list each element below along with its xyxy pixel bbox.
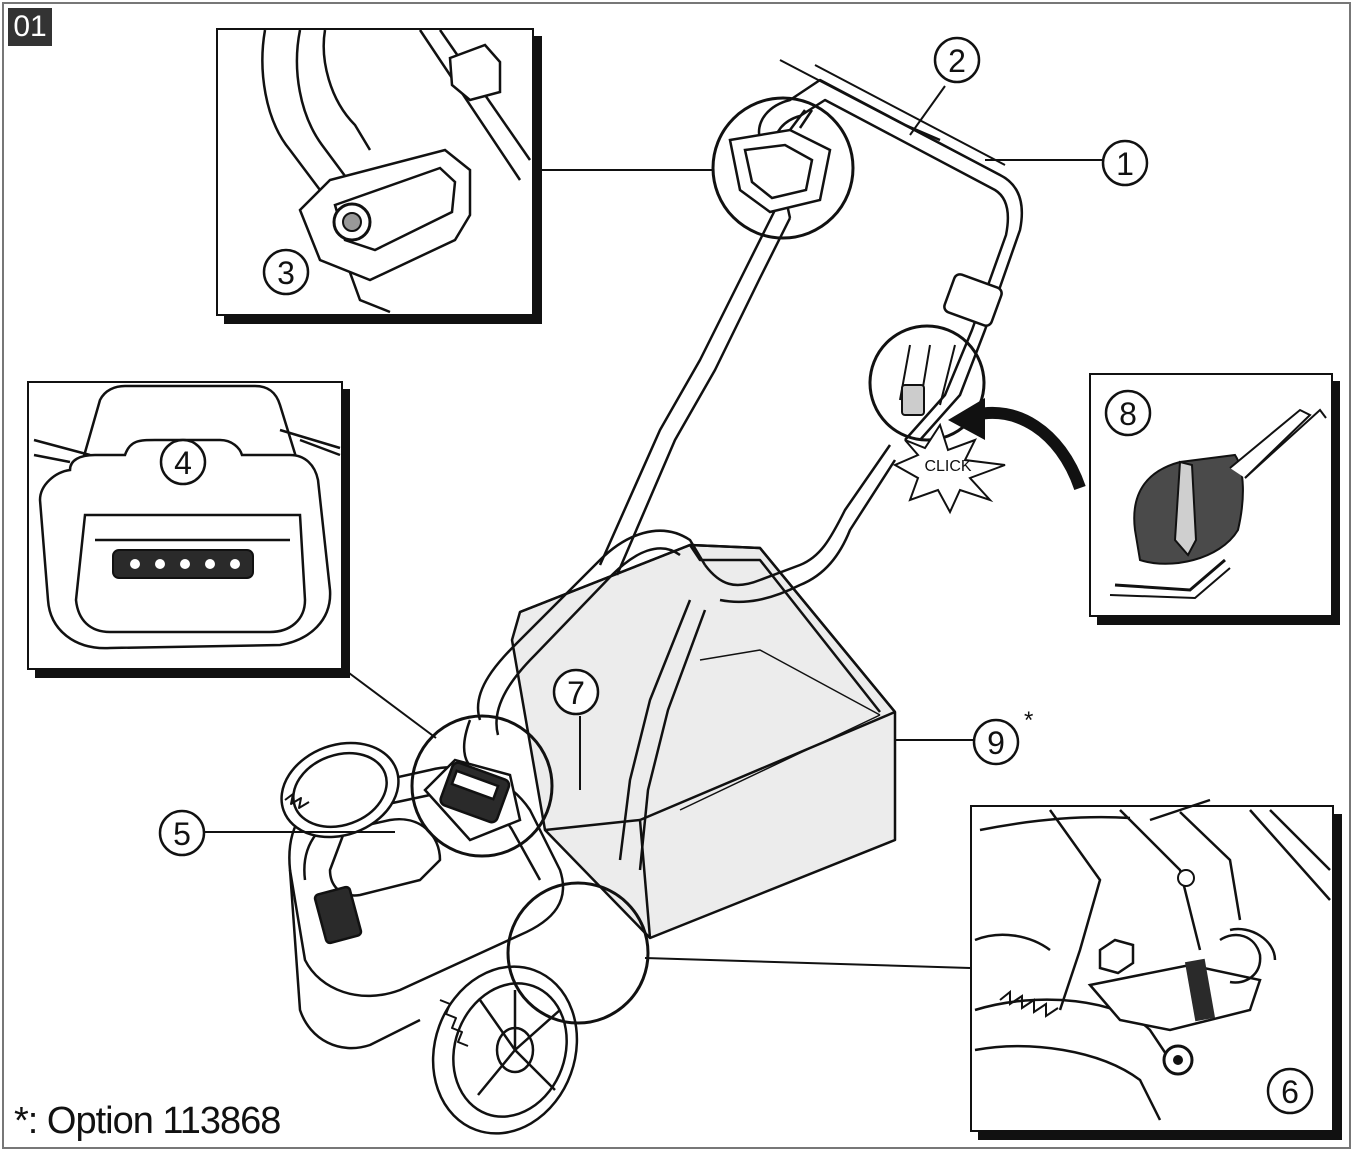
callout-3-label: 3 bbox=[277, 255, 295, 291]
callout-6: 6 bbox=[1266, 1067, 1314, 1115]
detail-circle-battery bbox=[410, 714, 554, 858]
callout-8: 8 bbox=[1104, 389, 1152, 437]
callout-6-label: 6 bbox=[1281, 1074, 1299, 1110]
front-wheel bbox=[431, 965, 579, 1135]
lower-handle bbox=[462, 209, 897, 871]
callout-7-label: 7 bbox=[567, 675, 585, 711]
panel-battery-indicator bbox=[27, 381, 350, 678]
rear-wheel bbox=[280, 741, 400, 839]
curved-arrow bbox=[948, 398, 1086, 491]
callout-2: 2 bbox=[933, 36, 981, 84]
clip-detail bbox=[899, 344, 956, 416]
callout-9-asterisk: * bbox=[1024, 707, 1033, 734]
option-footnote: *: Option 113868 bbox=[14, 1100, 281, 1142]
callout-9-label: 9 bbox=[987, 725, 1005, 761]
grass-basket bbox=[510, 543, 897, 940]
callout-4-label: 4 bbox=[174, 445, 192, 481]
callout-7: 7 bbox=[552, 668, 600, 716]
mower-body bbox=[280, 59, 1024, 1135]
click-label: CLICK bbox=[924, 458, 971, 475]
callout-4: 4 bbox=[159, 438, 207, 486]
detail-circle-height-adjust bbox=[506, 881, 650, 1025]
callout-8-label: 8 bbox=[1119, 396, 1137, 432]
callout-5: 5 bbox=[158, 809, 206, 857]
detail-circle-clip bbox=[868, 324, 986, 442]
callout-3: 3 bbox=[262, 248, 310, 296]
callout-1: 1 bbox=[1101, 139, 1149, 187]
callout-2-label: 2 bbox=[948, 43, 966, 79]
callout-5-label: 5 bbox=[173, 816, 191, 852]
callout-1-label: 1 bbox=[1116, 146, 1134, 182]
handle-top-detail bbox=[728, 109, 832, 214]
figure-number-tag: 01 bbox=[8, 8, 52, 46]
click-burst bbox=[892, 422, 1006, 515]
callout-9: 9 * bbox=[972, 707, 1033, 766]
battery-indicator-detail bbox=[423, 758, 522, 842]
detail-circle-handle-top bbox=[711, 96, 855, 240]
detail-circles bbox=[410, 96, 986, 1025]
